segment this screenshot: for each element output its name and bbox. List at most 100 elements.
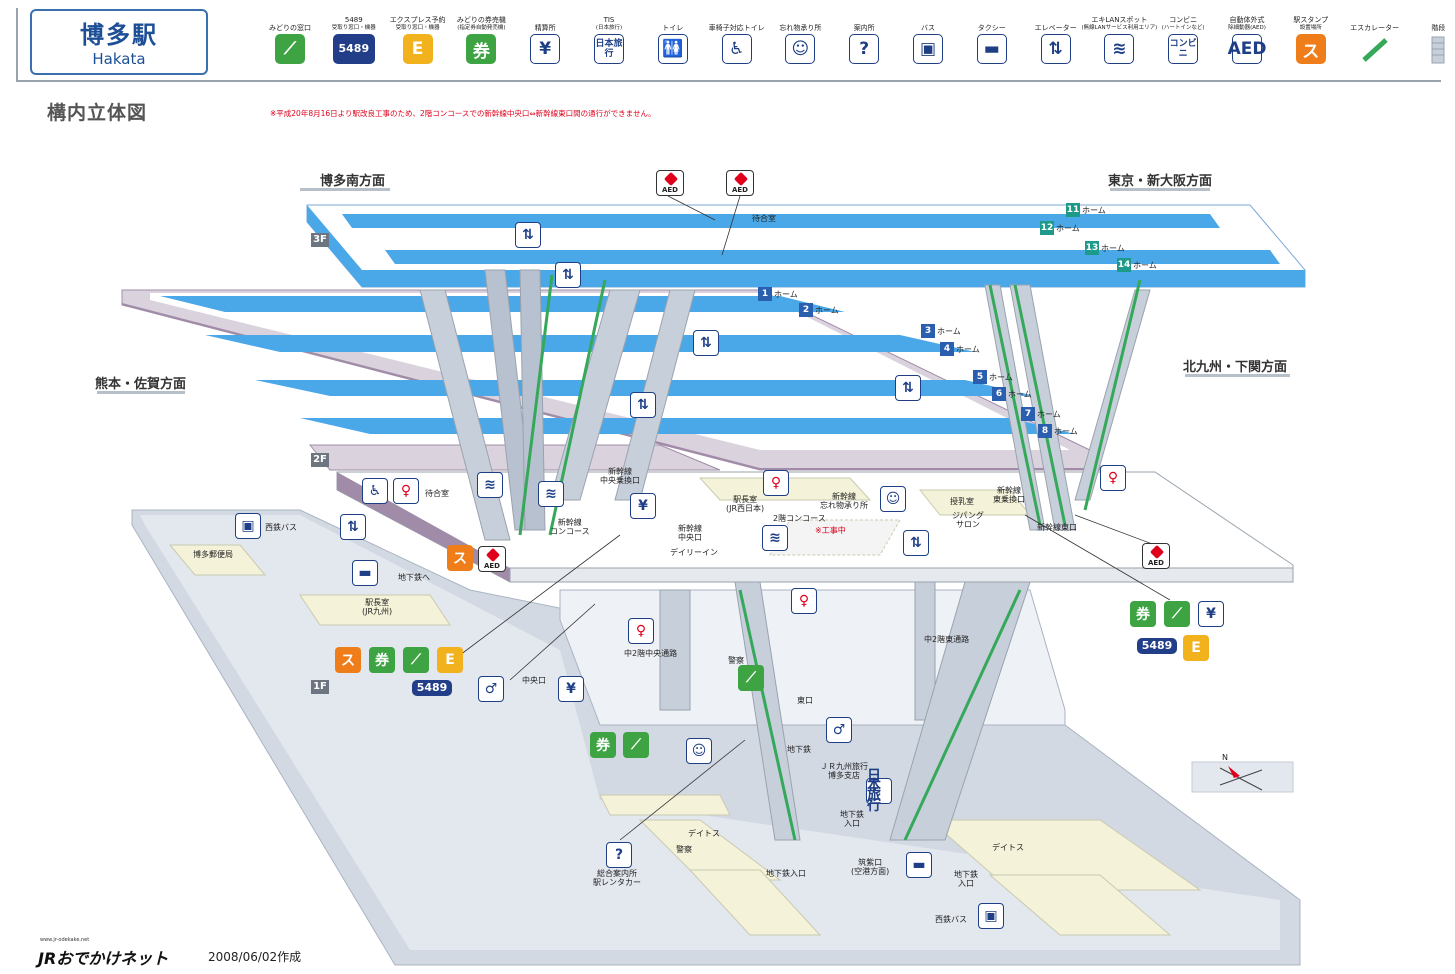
label-central-exit: 中央口 [522, 676, 546, 685]
legend-glyph: ? [859, 39, 870, 59]
shaft-4 [549, 289, 641, 501]
legend-glyph: ☺ [791, 39, 810, 59]
shaft-3 [519, 269, 546, 531]
elevator-icon: ⇅ [515, 222, 541, 248]
callout-aed-1 [667, 195, 716, 221]
midori-window-icon: ⟋ [1164, 601, 1190, 627]
legend-item: 案内所? [832, 14, 896, 64]
station-name-en: Hakata [92, 50, 146, 68]
toilet-icon: ♀ [628, 618, 654, 644]
elevator-icon: ⇅ [693, 330, 719, 356]
legend-item: 忘れ物承り所☺ [768, 14, 832, 64]
escalator-5 [1083, 279, 1142, 511]
fare-adjustment-icon: ¥ [630, 493, 656, 519]
wheelchair-toilet-icon: ♿ [362, 478, 388, 504]
legend-item: エキLANスポット(無線LANサービス利用エリア)≋ [1081, 14, 1157, 64]
fare-adjustment-icon: ¥ [530, 34, 561, 64]
shaft-12 [659, 589, 691, 711]
legend-label-main: TIS [603, 16, 615, 24]
midori-window-icon: ⟋ [403, 647, 429, 673]
floor-tag-3f: 3F [311, 233, 329, 247]
footer-date: 2008/06/02作成 [208, 950, 302, 964]
platform-number: 6 [992, 387, 1006, 401]
floor-1f-area-daitos-left [638, 819, 782, 881]
legend-item: タクシー▬ [960, 14, 1024, 64]
legend-item: みどりの券売機(指定券自動発売機)券 [449, 14, 513, 64]
label-jipang-salon: ジパング サロン [952, 511, 984, 529]
north-arrow-line1 [1219, 767, 1263, 791]
legend-label: エレベーター [1024, 14, 1088, 32]
station-stamp-icon: ス [335, 647, 361, 673]
convenience-store-icon: コンビニ [1168, 34, 1199, 64]
ticket-machine-icon: 券 [590, 732, 616, 758]
legend-label: エスカレーター [1343, 14, 1407, 32]
direction-arrow-kitakyushu [1185, 374, 1290, 377]
label-nishitetsu-bus-bottom: 西鉄バス [935, 915, 967, 924]
label-east-passage: 中2階東通路 [924, 635, 970, 644]
legend-label-main: トイレ [662, 24, 684, 32]
label-waiting-2f: 待合室 [425, 489, 449, 498]
legend-label-main: 階段 [1431, 24, 1446, 32]
wifi-spot-icon: ≋ [1104, 34, 1135, 64]
floor-1f-area-bus [599, 794, 731, 816]
label-jr-kyushu-travel: ＪＲ九州旅行 博多支店 [820, 762, 868, 780]
ticket-machine-icon: 券 [369, 647, 395, 673]
aed-icon: AED [1142, 543, 1170, 569]
information-icon: ? [606, 842, 632, 868]
platform-label: ホーム [1082, 205, 1106, 215]
platform-label: ホーム [1056, 223, 1080, 233]
direction-arrow-tokyo [1110, 188, 1210, 191]
label-shinkansen-central-gate: 新幹線 中央乗換口 [600, 467, 640, 485]
direction-arrow-south [300, 188, 390, 191]
page-subtitle: 構内立体図 [47, 102, 148, 124]
platform-label: ホーム [774, 289, 798, 299]
legend-label: 案内所 [832, 14, 896, 32]
label-stationmaster-kyushu: 駅長室 (JR九州) [362, 598, 393, 616]
legend-item: エスカレーター [1343, 14, 1407, 64]
platform-number: 8 [1038, 424, 1052, 438]
legend-glyph: ▬ [983, 39, 1000, 59]
legend-label: 駅スタンプ設置場所 [1279, 14, 1343, 32]
stairs-icon [1423, 34, 1453, 64]
label-chikushi-exit: 筑紫口 (空港方面) [851, 858, 890, 876]
escalator-6 [738, 589, 797, 841]
legend-label: エクスプレス予約受取り窓口・機器 [386, 14, 450, 32]
label-under-construction: ※工事中 [815, 526, 846, 535]
label-north: N [1222, 753, 1228, 762]
header-divider [16, 80, 1441, 82]
label-subway-entrance-1: 地下鉄 入口 [840, 810, 864, 828]
express-reservation-icon: E [402, 34, 433, 64]
lost-and-found-icon: ☺ [785, 34, 816, 64]
legend-label-sub: 除細動器(AED) [1228, 25, 1266, 31]
legend-label-main: エクスプレス予約 [389, 16, 446, 24]
legend-glyph: ⇅ [1048, 39, 1063, 59]
direction-kitakyushu: 北九州・下関方面 [1183, 360, 1288, 375]
legend-item: 駅スタンプ設置場所ス [1279, 14, 1343, 64]
legend-glyph: コンビニ [1169, 39, 1197, 59]
escalator-7 [903, 589, 1022, 841]
aed-icon: AED [1228, 34, 1266, 64]
legend-label-main: 駅スタンプ [1293, 16, 1329, 24]
legend-item: みどりの窓口⟋ [258, 14, 322, 64]
legend-label-sub: (無線LANサービス利用エリア) [1081, 25, 1158, 31]
escalator-glyph [1361, 38, 1388, 62]
legend-label-main: エスカレーター [1350, 24, 1400, 32]
label-nursing-room: 授乳室 [950, 497, 974, 506]
ticket-machine-icon: 券 [466, 34, 497, 64]
elevator-icon: ⇅ [903, 530, 929, 556]
wifi-spot-icon: ≋ [477, 472, 503, 498]
lost-and-found-icon: ☺ [686, 738, 712, 764]
toilet-icon: ♂ [826, 717, 852, 743]
platform-label: ホーム [815, 305, 839, 315]
label-subway-1: 地下鉄 [787, 745, 811, 754]
toilet-icon: ♂ [478, 676, 504, 702]
legend-label-main: 5489 [344, 16, 363, 24]
legend-item: エレベーター ⇅ [1024, 14, 1088, 64]
legend-label-sub: 受取り窓口・機器 [395, 25, 440, 31]
label-shinkansen-central: 新幹線 中央口 [678, 524, 702, 542]
